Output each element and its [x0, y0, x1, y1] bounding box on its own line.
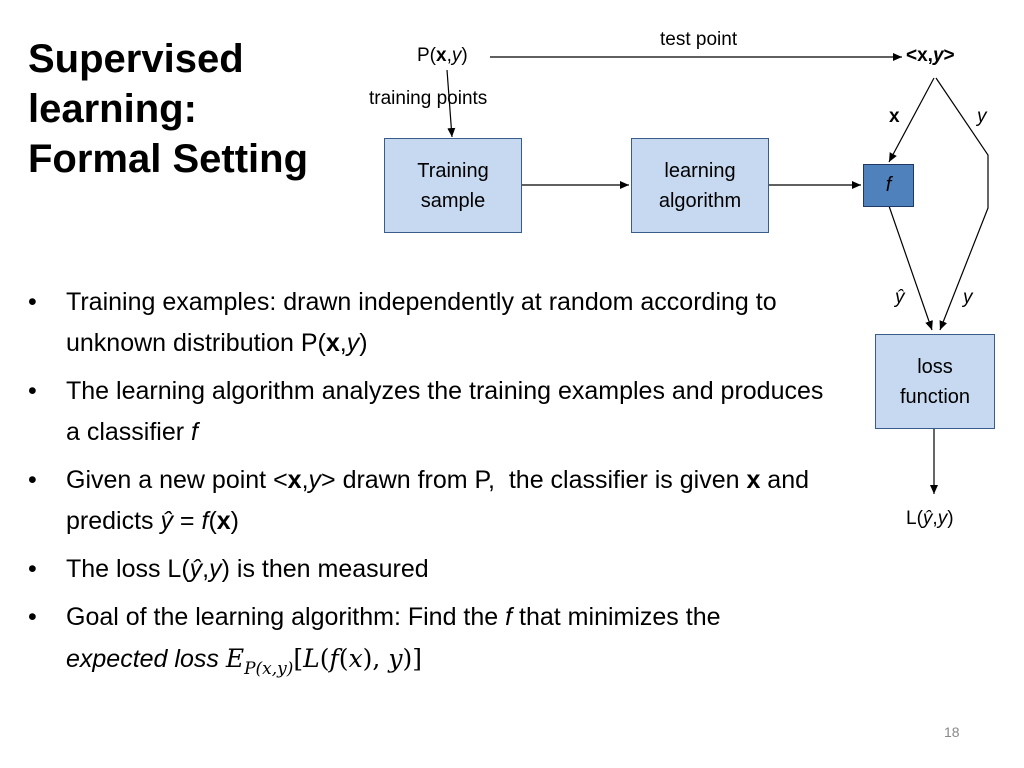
x-input-label: x [889, 106, 900, 127]
learning-algorithm-line2: algorithm [658, 189, 742, 212]
loss-function-line1: loss [917, 355, 953, 378]
title-line-1: Supervised [28, 37, 244, 81]
yhat-label: ŷ [895, 287, 905, 308]
bullet-dot: • [28, 603, 37, 631]
training-sample-line2: sample [420, 189, 486, 212]
expected-loss-formula: EP(x,y)[L(f(x), y)] [225, 644, 422, 679]
classifier-f-box: f [863, 164, 914, 207]
loss-function-line2: function [899, 385, 971, 408]
title-line-3: Formal Setting [28, 137, 309, 181]
bullet-item: • The loss L(ŷ,y) is then measured [28, 549, 828, 590]
y-label-top: y [977, 106, 987, 127]
bullet-item: • Given a new point <x,y> drawn from P, … [28, 460, 828, 542]
bullet-item: • Goal of the learning algorithm: Find t… [28, 597, 828, 690]
bullet-dot: • [28, 555, 37, 583]
bullet-dot: • [28, 288, 37, 316]
bullet-item: • Training examples: drawn independently… [28, 282, 828, 364]
f-to-loss-arrow [888, 205, 933, 331]
training-sample-box: Training sample [384, 138, 522, 233]
learning-algorithm-box: learning algorithm [631, 138, 769, 233]
test-point-label: test point [660, 29, 738, 50]
slide-title: Supervised learning: Formal Setting [28, 34, 358, 184]
y-path [935, 77, 989, 331]
loss-output-label: L(ŷ,y) [906, 508, 954, 529]
training-points-arrow [446, 69, 456, 138]
page-number: 18 [944, 724, 960, 740]
bullet-list: • Training examples: drawn independently… [28, 282, 828, 697]
title-line-2: learning: [28, 87, 197, 131]
bullet-item: • The learning algorithm analyzes the tr… [28, 371, 828, 453]
training-points-label: training points [369, 88, 488, 109]
training-sample-line1: Training [417, 159, 489, 182]
x-to-f-arrow [888, 77, 935, 163]
loss-function-box: loss function [875, 334, 995, 429]
bullet-dot: • [28, 377, 37, 405]
learning-algorithm-line1: learning [664, 159, 736, 182]
xy-label: <x,y> [906, 45, 955, 66]
bullet-dot: • [28, 466, 37, 494]
y-label-bottom: y [963, 287, 973, 308]
p-label: P(x,y) [417, 45, 468, 66]
